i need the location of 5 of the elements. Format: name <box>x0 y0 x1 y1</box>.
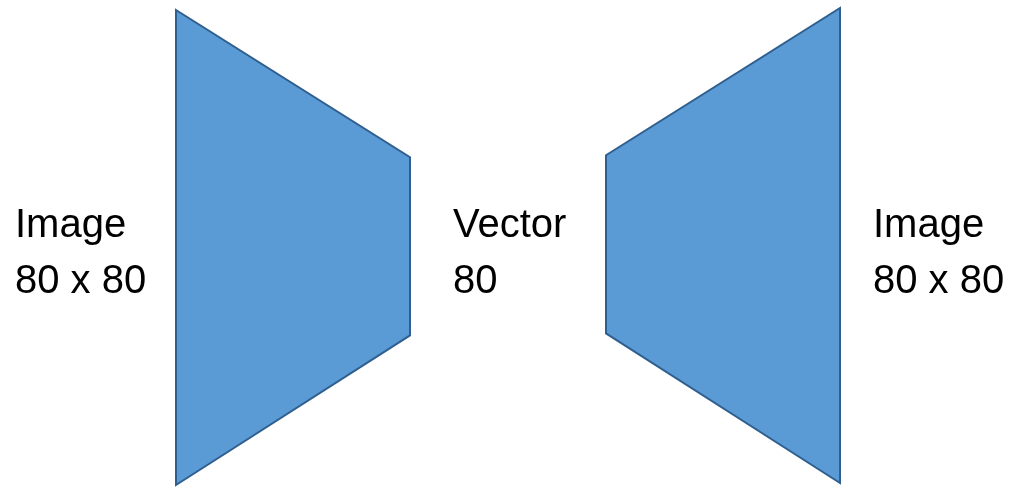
tensor-size-label: Vector 80 <box>453 200 568 303</box>
encoder-decoder-trapezoid <box>606 8 840 483</box>
encoder-decoder-trapezoid <box>176 10 410 485</box>
tensor-size-label: Image 80 x 80 <box>15 200 148 303</box>
tensor-size-label: Image 80 x 80 <box>873 200 1006 303</box>
